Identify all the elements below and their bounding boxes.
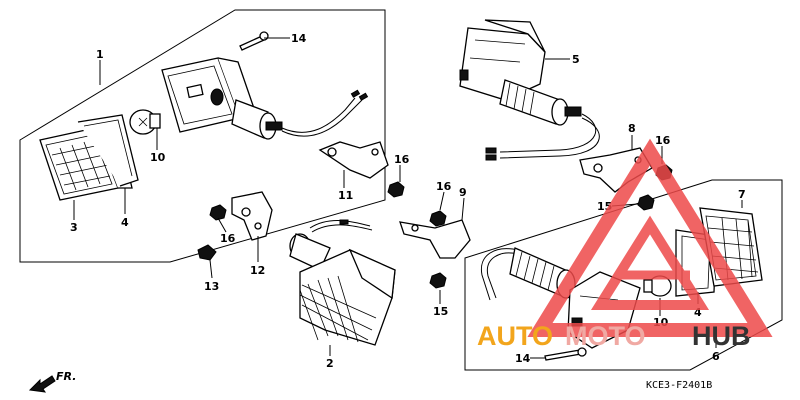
direction-label: FR. [56, 370, 76, 383]
bracket-9 [399, 219, 471, 259]
callout-14-top: 14 [291, 32, 307, 45]
watermark-part-1: AUTO [477, 321, 553, 351]
watermark-text: AUTO MOTO HUB [477, 321, 751, 351]
callout-14-bottom: 14 [515, 352, 531, 365]
front-direction-arrow: FR. [28, 370, 76, 393]
right-assembly-outline [464, 179, 783, 371]
callout-4-left: 4 [121, 216, 129, 229]
callout-15-center: 15 [433, 305, 448, 318]
bracket-12 [231, 191, 273, 241]
callout-3: 3 [70, 221, 78, 234]
left-gasket [77, 114, 139, 187]
callout-7: 7 [738, 188, 746, 201]
callout-9: 9 [459, 186, 467, 199]
callout-11: 11 [338, 189, 353, 202]
watermark-part-3: HUB [692, 321, 751, 351]
clip-13 [197, 244, 217, 261]
screw-top [239, 31, 269, 51]
left-housing [161, 57, 369, 140]
nut-center-15 [429, 272, 447, 289]
callout-16-b: 16 [220, 232, 236, 245]
nut-right-15 [637, 194, 655, 211]
callout-numbers: 1 2 3 4 4 5 6 7 8 9 10 10 11 12 13 14 14… [70, 32, 746, 370]
watermark-part-2: MOTO [565, 321, 646, 351]
nut-lower-left [209, 204, 227, 221]
callout-4-right: 4 [694, 306, 702, 319]
nut-center-16 [429, 210, 447, 227]
left-assembly-outline [19, 9, 386, 263]
callout-16-c: 16 [436, 180, 452, 193]
callout-2: 2 [326, 357, 334, 370]
callout-13: 13 [204, 280, 219, 293]
callout-6: 6 [712, 350, 720, 363]
left-bulb [129, 109, 161, 135]
nut-left [387, 181, 405, 198]
callout-16-a: 16 [394, 153, 410, 166]
watermark-logo [527, 138, 773, 337]
diagram-code: KCE3-F2401B [646, 380, 712, 391]
callout-8: 8 [628, 122, 636, 135]
lower-left-lamp [289, 219, 396, 346]
callout-5: 5 [572, 53, 580, 66]
callout-10-left: 10 [150, 151, 166, 164]
callout-12: 12 [250, 264, 265, 277]
screw-bottom [544, 347, 587, 361]
callout-16-d: 16 [655, 134, 671, 147]
right-housing [459, 19, 600, 161]
callout-1: 1 [96, 48, 104, 61]
bracket-11 [318, 141, 389, 179]
